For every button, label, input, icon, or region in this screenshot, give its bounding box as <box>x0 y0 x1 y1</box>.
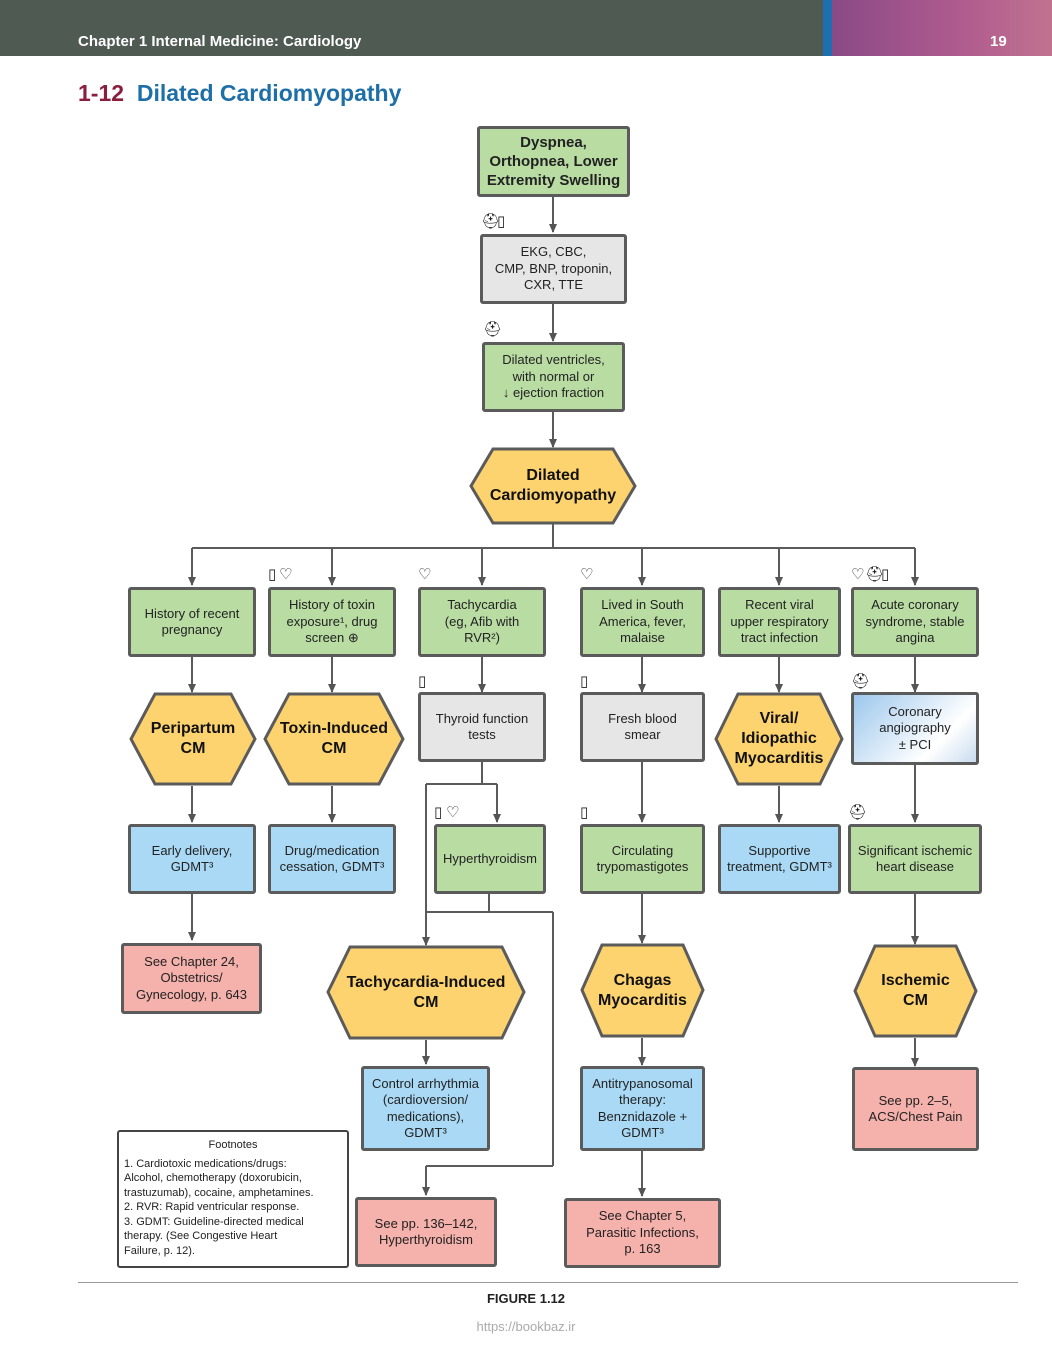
toxin-induced-cm-hexagon: Toxin-Induced CM <box>263 692 405 786</box>
imaging-icon: ⛑ <box>865 565 885 583</box>
trypomastigotes-box: Circulating trypomastigotes <box>580 824 705 894</box>
early-delivery-box: Early delivery, GDMT³ <box>128 824 256 894</box>
stethoscope-icon: ♡ <box>851 565 865 583</box>
test-tube-icon: ▯ <box>418 672 427 690</box>
dilated-cardiomyopathy-hexagon: Dilated Cardiomyopathy <box>469 447 637 525</box>
viral-infection-history-box: Recent viral upper respiratory tract inf… <box>718 587 841 657</box>
section-number: 1-12 <box>78 80 125 106</box>
drug-cessation-box: Drug/medication cessation, GDMT³ <box>268 824 396 894</box>
section-title: 1-12 Dilated Cardiomyopathy <box>78 80 401 107</box>
imaging-icon: ⛑ <box>851 672 871 690</box>
supportive-treatment-box: Supportive treatment, GDMT³ <box>718 824 841 894</box>
imaging-icon: ⛑ <box>848 803 868 821</box>
viral-myocarditis-label: Viral/ Idiopathic Myocarditis <box>734 710 824 767</box>
footnotes-heading: Footnotes <box>208 1139 258 1151</box>
source-url: https://bookbaz.ir <box>476 1319 576 1334</box>
test-tube-icon: ▯ <box>580 672 589 690</box>
antitrypanosomal-therapy-box: Antitrypanosomal therapy: Benznidazole +… <box>580 1066 705 1151</box>
ischemic-disease-box: Significant ischemic heart disease <box>848 824 982 894</box>
test-tube-icon: ▯ <box>268 565 277 583</box>
acs-history-box: Acute coronary syndrome, stable angina <box>851 587 979 657</box>
test-tube-icon: ▯ <box>580 803 589 821</box>
ischemic-cm-hexagon: Ischemic CM <box>853 944 978 1038</box>
footnote-1: 1. Cardiotoxic medications/drugs: Alcoho… <box>124 1157 314 1199</box>
page-number: 19 <box>990 33 1007 50</box>
acs-reference-box: See pp. 2–5, ACS/Chest Pain <box>852 1067 979 1151</box>
parasitic-reference-box: See Chapter 5, Parasitic Infections, p. … <box>564 1198 721 1268</box>
test-tube-icon: ▯ <box>881 565 890 583</box>
chagas-myocarditis-hexagon: Chagas Myocarditis <box>580 943 705 1038</box>
header-accent-purple <box>832 0 1052 56</box>
tachycardia-history-box: Tachycardia (eg, Afib with RVR²) <box>418 587 546 657</box>
figure-caption: FIGURE 1.12 <box>486 1291 566 1306</box>
blood-smear-box: Fresh blood smear <box>580 692 705 762</box>
dilated-cardiomyopathy-label: Dilated Cardiomyopathy <box>489 467 617 504</box>
south-america-history-box: Lived in South America, fever, malaise <box>580 587 705 657</box>
footnote-3: 3. GDMT: Guideline-directed medical ther… <box>124 1215 304 1257</box>
test-tube-icon: ▯ <box>434 803 443 821</box>
control-arrhythmia-box: Control arrhythmia (cardioversion/ medic… <box>361 1066 490 1151</box>
thyroid-tests-box: Thyroid function tests <box>418 692 546 762</box>
tachycardia-induced-cm-label: Tachycardia-Induced CM <box>346 973 506 1011</box>
imaging-icon: ⛑ <box>483 320 503 338</box>
footnotes-box: Footnotes 1. Cardiotoxic medications/dru… <box>117 1130 349 1268</box>
test-tube-icon: ▯ <box>497 212 506 230</box>
coronary-angiography-box: Coronary angiography ± PCI <box>851 692 979 765</box>
header-accent-blue <box>823 0 832 56</box>
peripartum-cm-label: Peripartum CM <box>150 720 236 757</box>
dilated-ventricles-box: Dilated ventricles, with normal or ↓ eje… <box>482 342 625 412</box>
hyperthyroidism-box: Hyperthyroidism <box>434 824 546 894</box>
stethoscope-icon: ♡ <box>418 565 432 583</box>
tachycardia-induced-cm-hexagon: Tachycardia-Induced CM <box>326 945 526 1040</box>
imaging-icon: ⛑ <box>481 212 501 230</box>
symptoms-box: Dyspnea, Orthopnea, Lower Extremity Swel… <box>477 126 630 197</box>
page-header <box>0 0 1052 56</box>
viral-myocarditis-hexagon: Viral/ Idiopathic Myocarditis <box>714 692 844 786</box>
stethoscope-icon: ♡ <box>580 565 594 583</box>
obstetrics-reference-box: See Chapter 24, Obstetrics/ Gynecology, … <box>121 943 262 1014</box>
toxin-history-box: History of toxin exposure¹, drug screen … <box>268 587 396 657</box>
peripartum-cm-hexagon: Peripartum CM <box>129 692 257 786</box>
caption-divider <box>78 1282 1018 1283</box>
hyperthyroidism-reference-box: See pp. 136–142, Hyperthyroidism <box>355 1197 497 1267</box>
section-name: Dilated Cardiomyopathy <box>136 80 402 106</box>
initial-workup-box: EKG, CBC, CMP, BNP, troponin, CXR, TTE <box>480 234 627 304</box>
stethoscope-icon: ♡ <box>446 803 460 821</box>
ischemic-cm-label: Ischemic CM <box>881 972 950 1009</box>
footnote-2: 2. RVR: Rapid ventricular response. <box>124 1201 300 1213</box>
chagas-myocarditis-label: Chagas Myocarditis <box>598 971 687 1009</box>
pregnancy-history-box: History of recent pregnancy <box>128 587 256 657</box>
stethoscope-icon: ♡ <box>279 565 293 583</box>
chapter-title: Chapter 1 Internal Medicine: Cardiology <box>78 33 362 50</box>
toxin-induced-cm-label: Toxin-Induced CM <box>279 720 389 757</box>
